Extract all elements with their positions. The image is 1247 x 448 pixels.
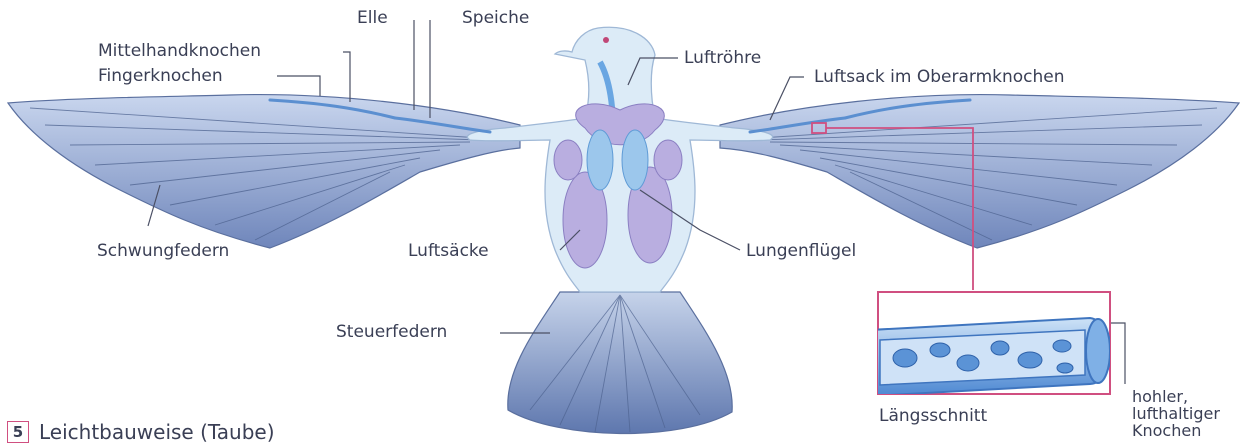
label-mittelhandknochen: Mittelhandknochen bbox=[98, 43, 261, 60]
label-steuerfedern: Steuerfedern bbox=[336, 324, 447, 341]
figure-number: 5 bbox=[7, 421, 29, 443]
label-knochen-line2: lufthaltiger bbox=[1132, 405, 1220, 422]
label-luftsaecke: Luftsäcke bbox=[408, 243, 489, 260]
label-laengsschnitt: Längsschnitt bbox=[879, 408, 987, 425]
figure-caption: 5 Leichtbauweise (Taube) bbox=[7, 420, 275, 444]
right-wing bbox=[720, 95, 1239, 248]
left-wing bbox=[8, 95, 520, 248]
label-luftroehre: Luftröhre bbox=[684, 50, 761, 67]
label-luftsack-oberarm: Luftsack im Oberarmknochen bbox=[814, 69, 1065, 86]
figure-title: Leichtbauweise (Taube) bbox=[39, 420, 275, 444]
label-knochen-line1: hohler, bbox=[1132, 388, 1188, 405]
label-speiche: Speiche bbox=[462, 10, 529, 27]
label-lungenfluegel: Lungenflügel bbox=[746, 243, 856, 260]
label-fingerknochen: Fingerknochen bbox=[98, 68, 223, 85]
tail bbox=[508, 292, 732, 434]
label-schwungfedern: Schwungfedern bbox=[97, 243, 229, 260]
label-elle: Elle bbox=[357, 10, 388, 27]
label-knochen-line3: Knochen bbox=[1132, 422, 1201, 439]
